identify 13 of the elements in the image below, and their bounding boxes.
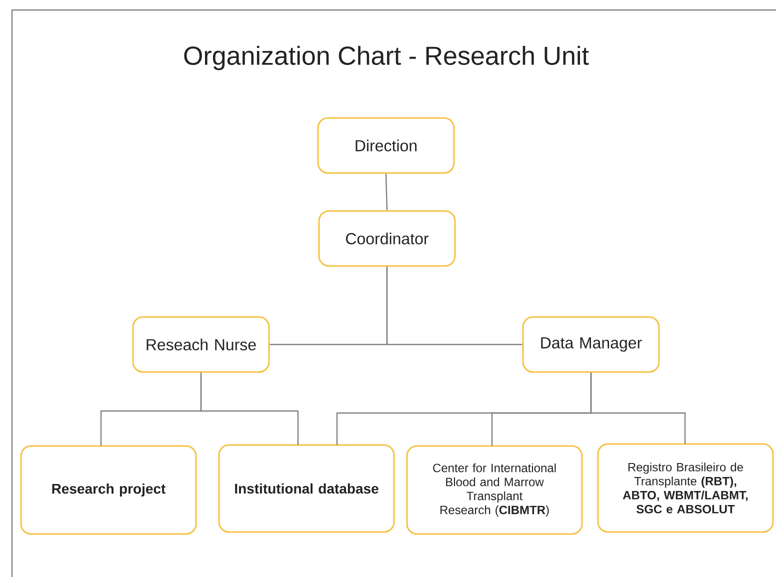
org-box: Coordinator xyxy=(318,210,456,267)
org-box: Institutional database xyxy=(218,444,395,533)
org-box: Registro Brasileiro de Transplante (RBT), ABTO, WBMT/LABMT, SGC e ABSOLUT xyxy=(597,443,774,533)
connector-line xyxy=(200,372,299,445)
title: Organization Chart - Research Unit xyxy=(184,46,589,70)
connector-line xyxy=(385,174,388,210)
org-box: Research project xyxy=(20,445,197,535)
org-box: Reseach Nurse xyxy=(132,316,270,373)
org-box: Data Manager xyxy=(522,316,660,373)
connector-line xyxy=(590,372,686,444)
connector-line xyxy=(386,266,522,346)
org-box: Center for International Blood and Marrow Transplant Research (CIBMTR) xyxy=(406,445,583,535)
org-box: Direction xyxy=(317,117,455,174)
